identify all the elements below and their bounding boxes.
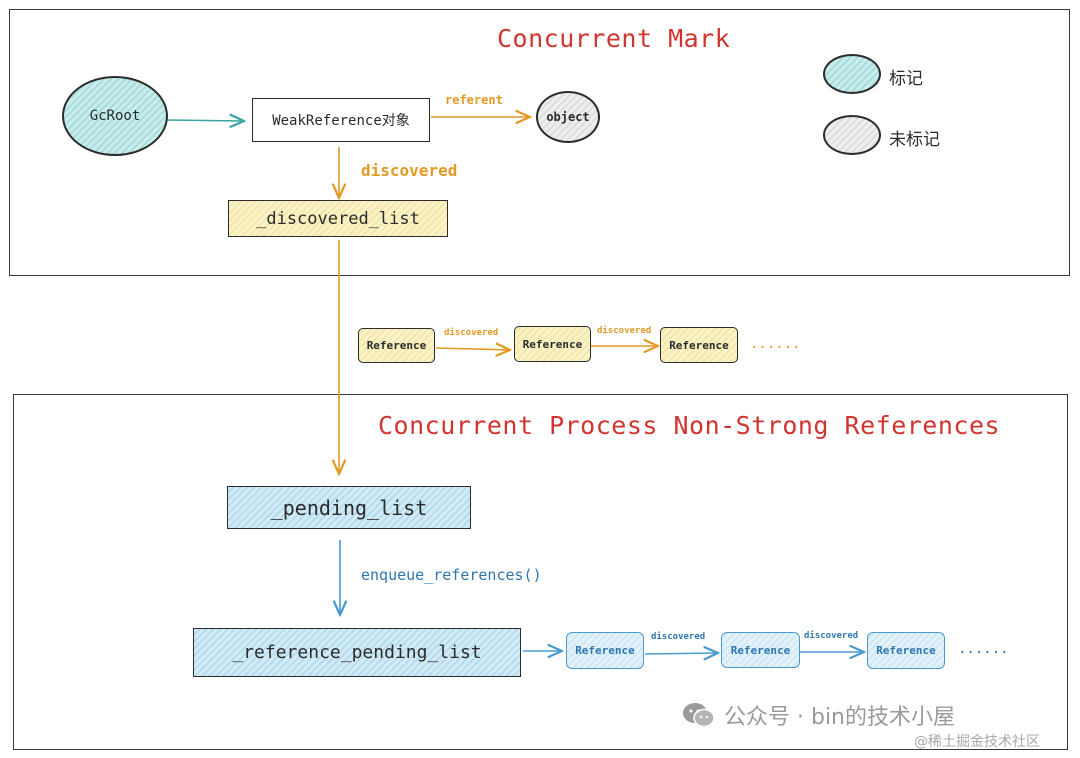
wechat-watermark-text: 公众号 · bin的技术小屋 <box>724 705 956 730</box>
bottom-ellipsis: ...... <box>958 641 1009 657</box>
legend-unmarked-label: 未标记 <box>889 130 940 150</box>
gcroot-node: GcRoot <box>62 76 168 156</box>
weakreference-node: WeakReference对象 <box>252 98 430 142</box>
reference-pending-list-node: _reference_pending_list <box>193 628 521 677</box>
concurrent-process-panel <box>13 394 1068 750</box>
legend-marked-swatch <box>823 54 881 94</box>
bottom-edge-label-1: discovered <box>651 632 706 642</box>
wechat-watermark: 公众号 · bin的技术小屋 <box>682 699 955 731</box>
concurrent-mark-panel <box>9 9 1070 276</box>
legend-unmarked-swatch <box>823 115 881 155</box>
middle-reference-node-2: Reference <box>514 326 591 362</box>
object-node: object <box>536 91 600 143</box>
concurrent-process-title: Concurrent Process Non-Strong References <box>378 411 1001 440</box>
enqueue-references-label: enqueue_references() <box>361 566 542 584</box>
middle-edge-label-2: discovered <box>597 326 652 336</box>
bottom-edge-label-2: discovered <box>804 631 859 641</box>
bottom-chain-arrow-1 <box>644 653 718 654</box>
middle-ellipsis: ...... <box>750 336 801 352</box>
middle-edge-label-1: discovered <box>444 328 499 338</box>
concurrent-mark-title: Concurrent Mark <box>497 24 731 53</box>
site-watermark: @稀土掘金技术社区 <box>914 734 1040 750</box>
legend-marked-label: 标记 <box>889 69 923 89</box>
pending-list-node: _pending_list <box>227 486 471 529</box>
middle-reference-node-3: Reference <box>660 327 738 363</box>
bottom-reference-node-1: Reference <box>566 632 644 669</box>
referent-label: referent <box>445 93 503 107</box>
wechat-icon <box>682 702 716 728</box>
bottom-reference-node-2: Reference <box>721 632 800 668</box>
discovered-label: discovered <box>361 161 458 180</box>
discovered-list-node: _discovered_list <box>228 200 448 237</box>
middle-chain-arrow-1 <box>435 348 510 350</box>
gcroot-to-weakref-arrow <box>165 120 244 121</box>
middle-reference-node-1: Reference <box>358 328 435 363</box>
bottom-reference-node-3: Reference <box>867 632 945 669</box>
